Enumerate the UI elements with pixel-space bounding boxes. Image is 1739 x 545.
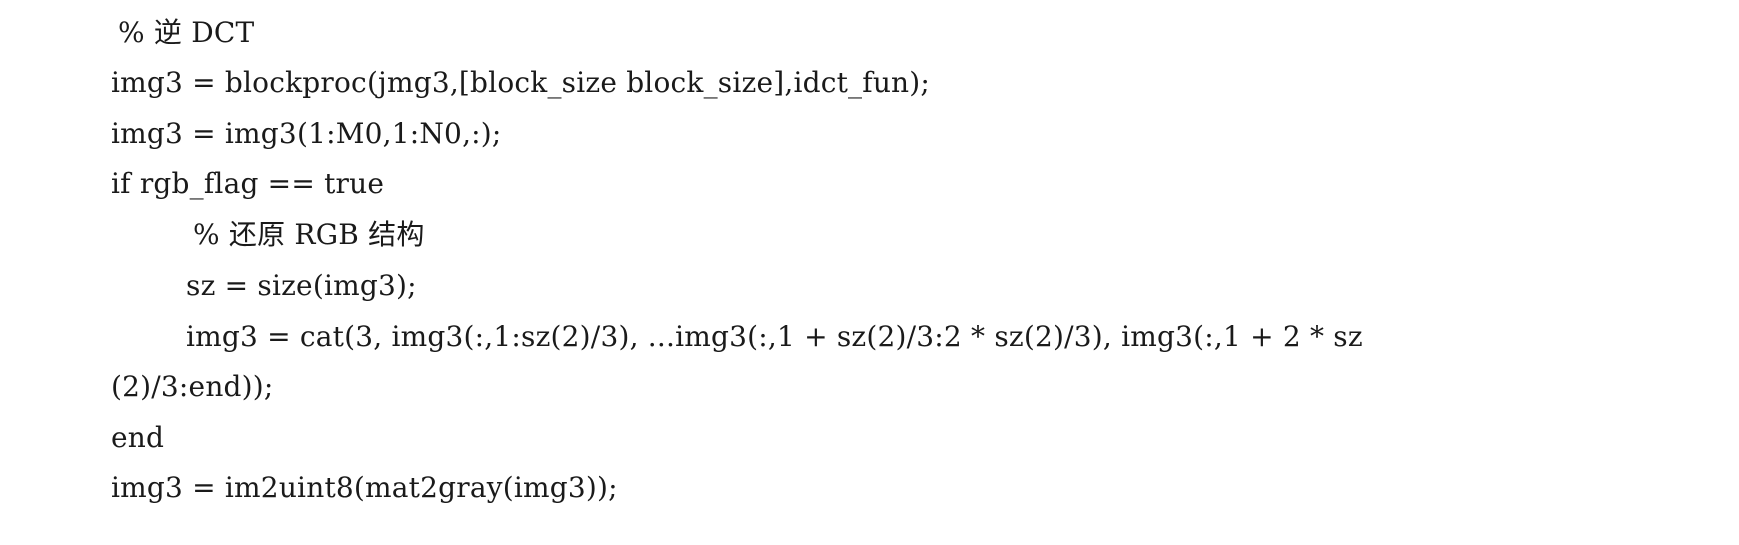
code-line-im2uint8: img3 = im2uint8(mat2gray(img3)); (111, 471, 618, 504)
code-line-if: if rgb_flag == true (111, 167, 385, 200)
code-line-cat: img3 = cat(3, img3(:,1:sz(2)/3), ...img3… (186, 320, 1363, 353)
code-line-comment-rgb: % 还原 RGB 结构 (193, 218, 425, 251)
code-line-blockproc: img3 = blockproc(jmg3,[block_size block_… (111, 66, 931, 99)
code-line-end: end (111, 421, 165, 454)
code-line-cat-continuation: (2)/3:end)); (111, 370, 274, 403)
code-line-size: sz = size(img3); (186, 269, 417, 302)
code-line-crop: img3 = img3(1:M0,1:N0,:); (111, 117, 502, 150)
code-line-comment-idct: % 逆 DCT (118, 16, 255, 49)
